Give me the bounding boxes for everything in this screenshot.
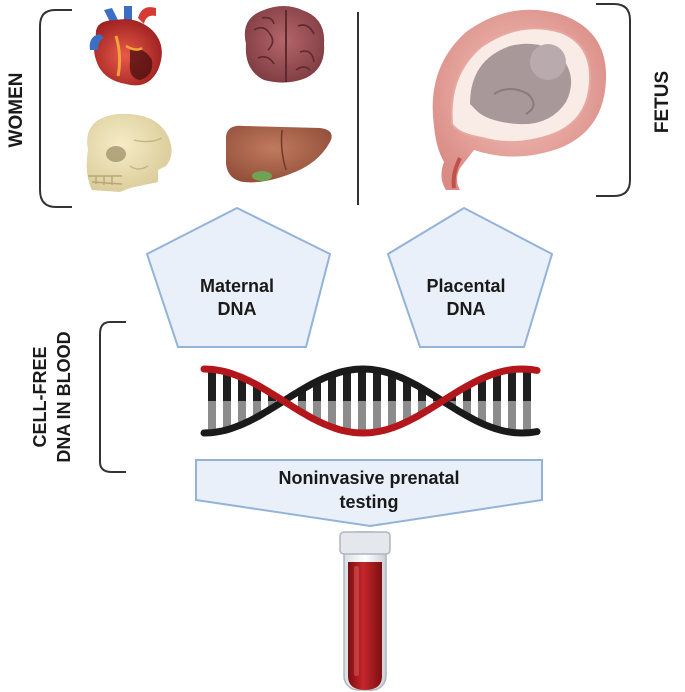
dna-base-pair-bottom (358, 401, 366, 433)
dna-base-pair-bottom (493, 401, 501, 430)
women-bracket (39, 9, 72, 208)
dna-base-pair-top (358, 369, 366, 401)
dna-base-pair-top (493, 372, 501, 401)
nipt-arrow: Noninvasive prenatal testing (195, 459, 543, 528)
dna-base-pair-bottom (253, 401, 261, 418)
dna-base-pair-top (523, 369, 531, 401)
dna-base-pair-bottom (208, 401, 216, 433)
dna-base-pair-top (313, 381, 321, 401)
dna-base-pair-bottom (238, 401, 246, 425)
dna-base-pair-bottom (463, 401, 471, 416)
fetus-label: FETUS (652, 71, 673, 133)
maternal-dna-label-line1: Maternal (200, 276, 274, 296)
dna-base-pair-bottom (343, 401, 351, 432)
dna-base-pair-bottom (373, 401, 381, 432)
dna-base-pair-top (478, 378, 486, 401)
placental-dna-label-line2: DNA (447, 299, 486, 319)
dna-base-pair-top (508, 369, 516, 401)
pregnant-uterus-icon (432, 9, 607, 190)
dna-base-pair-top (298, 389, 306, 401)
blood-tube-icon (339, 531, 391, 691)
dna-base-pair-top (253, 384, 261, 401)
dna-base-pair-bottom (523, 401, 531, 433)
dna-base-pair-top (343, 370, 351, 401)
skull-icon (86, 113, 172, 192)
dna-base-pair-bottom (328, 401, 336, 428)
cfdna-bracket (99, 321, 126, 473)
dna-base-pair-bottom (418, 401, 426, 414)
dna-base-pair-bottom (313, 401, 321, 421)
women-label: WOMEN (6, 73, 27, 148)
dna-base-pair-top (373, 370, 381, 401)
dna-strand-black (200, 365, 541, 437)
dna-base-pair-top (223, 372, 231, 401)
liver-icon (226, 125, 332, 183)
cfdna-label-line1: CELL-FREE (30, 347, 50, 448)
dna-base-pair-top (388, 374, 396, 401)
fetus-bracket (596, 3, 631, 197)
placental-dna-arrow: Placental DNA (386, 206, 554, 348)
dna-base-pair-top (463, 386, 471, 401)
placental-dna-label-line1: Placental (426, 276, 505, 296)
dna-double-helix-icon (200, 365, 541, 437)
dna-base-pair-bottom (223, 401, 231, 430)
dna-base-pair-bottom (298, 401, 306, 413)
maternal-dna-arrow: Maternal DNA (145, 206, 332, 348)
dna-base-pair-bottom (388, 401, 396, 428)
dna-base-pair-top (403, 380, 411, 401)
dna-base-pair-bottom (508, 401, 516, 433)
dna-base-pair-top (238, 377, 246, 401)
cfdna-label-line2: DNA IN BLOOD (54, 331, 74, 462)
brain-icon (244, 6, 325, 83)
nipt-label-line1: Noninvasive prenatal (278, 468, 459, 488)
dna-base-pair-top (328, 374, 336, 401)
dna-base-pair-top (418, 388, 426, 401)
maternal-dna-label-line2: DNA (218, 299, 257, 319)
nipt-label-line2: testing (339, 492, 398, 512)
dna-base-pair-bottom (478, 401, 486, 424)
dna-strand-red (200, 365, 541, 437)
heart-icon (89, 6, 162, 86)
dna-base-pair-top (208, 369, 216, 401)
dna-base-pair-bottom (403, 401, 411, 422)
